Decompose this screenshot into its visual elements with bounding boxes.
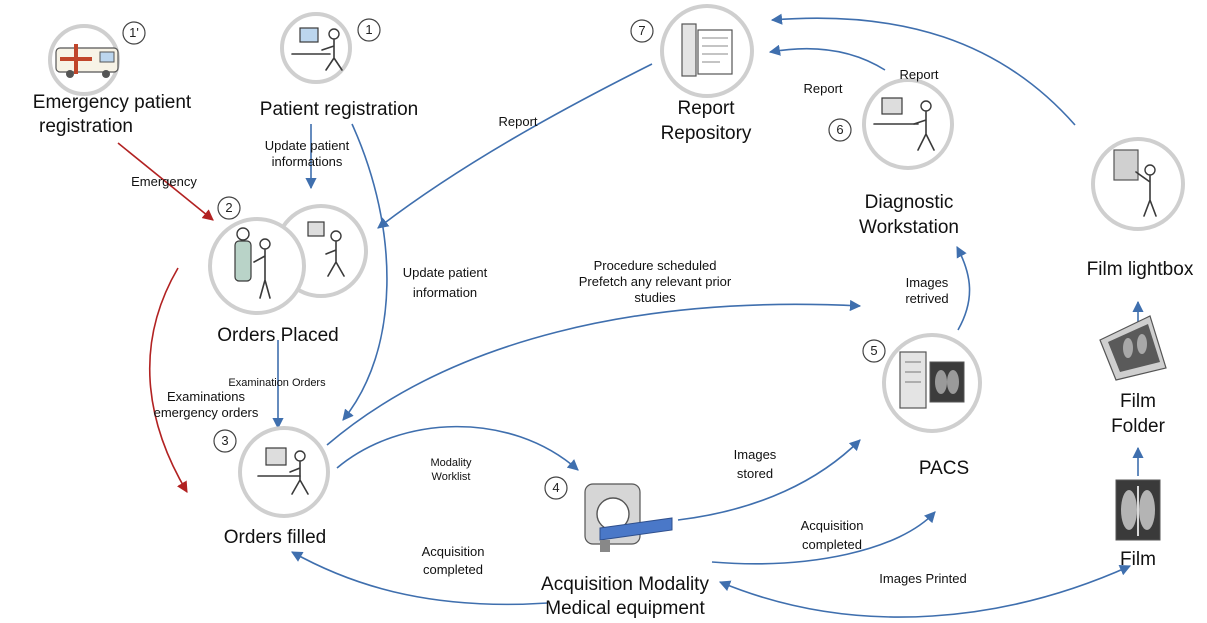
arrow-repository-to-orders-placed xyxy=(377,63,653,229)
report-repository-subtitle: Repository xyxy=(661,123,752,144)
film-folder-title: Film xyxy=(1120,391,1156,412)
ct-scanner-icon xyxy=(584,483,673,552)
node-orders-filled: 3 Orders filled xyxy=(213,426,330,548)
film-folder-icon xyxy=(1099,315,1167,381)
node-orders-placed: 2 Orders Placed xyxy=(208,196,368,346)
step-badge-3 xyxy=(213,429,237,453)
label-update-patient-informations-1: Update patient xyxy=(265,138,350,153)
label-emergency: Emergency xyxy=(131,174,197,189)
label-acquisition-completed-pacs-1: Acquisition xyxy=(801,518,864,533)
label-acquisition-completed-orders-1: Acquisition xyxy=(422,544,485,559)
label-images-stored-1: Images xyxy=(734,447,777,462)
node-film: Film xyxy=(1115,479,1161,570)
clerk-at-computer-icon xyxy=(291,27,343,71)
label-images-retrived-1: Images xyxy=(906,275,949,290)
step-number-3: 3 xyxy=(221,433,228,448)
label-examination-orders: Examination Orders xyxy=(228,377,326,389)
arrow-modality-to-orders-filled xyxy=(291,551,549,606)
label-examinations-emergency-2: emergency orders xyxy=(154,405,259,420)
node-acquisition-modality: 4 Acquisition Modality Medical equipment xyxy=(541,476,709,619)
film-folder-subtitle: Folder xyxy=(1111,416,1166,437)
label-update-patient-information-1: Update patient xyxy=(403,265,488,280)
node-film-lightbox: Film lightbox xyxy=(1087,137,1194,280)
node-pacs: 5 PACS xyxy=(862,333,982,479)
label-examinations-emergency-1: Examinations xyxy=(167,389,246,404)
reviewer-at-desk-icon xyxy=(307,221,345,277)
node-film-folder: Film Folder xyxy=(1099,315,1167,437)
arrow-modality-to-pacs-images xyxy=(677,439,861,521)
label-acquisition-completed-pacs-2: completed xyxy=(802,537,862,552)
arrow-registration-to-orders-filled xyxy=(342,123,388,421)
arrow-pacs-to-workstation xyxy=(956,246,971,331)
step-badge-4 xyxy=(544,476,568,500)
server-and-xray-icon xyxy=(899,351,965,409)
step-number-2: 2 xyxy=(225,200,232,215)
diagnostic-workstation-subtitle: Workstation xyxy=(859,217,959,238)
step-badge-7 xyxy=(630,19,654,43)
step-number-7: 7 xyxy=(638,23,645,38)
operator-at-computer-icon xyxy=(257,447,309,495)
radiologist-at-workstation-icon xyxy=(873,97,935,151)
label-report-to-orders: Report xyxy=(498,114,537,129)
doctor-and-patient-icon xyxy=(234,227,271,299)
pacs-title: PACS xyxy=(919,458,969,479)
arrow-emergency-to-orders-placed xyxy=(117,142,214,221)
arrow-orders-filled-to-pacs xyxy=(326,299,862,446)
step-badge-1-prime xyxy=(122,21,146,45)
label-report-ws-to-repo: Report xyxy=(803,81,842,96)
step-number-4: 4 xyxy=(552,480,559,495)
label-acquisition-completed-orders-2: completed xyxy=(423,562,483,577)
acquisition-modality-subtitle: Medical equipment xyxy=(545,598,705,619)
step-number-1-prime: 1' xyxy=(129,25,139,40)
label-procedure-scheduled-3: studies xyxy=(634,290,676,305)
arrow-orders-placed-to-orders-filled-emergency xyxy=(148,267,188,493)
person-at-lightbox-icon xyxy=(1113,149,1157,217)
report-repository-title: Report xyxy=(677,98,735,119)
label-procedure-scheduled-1: Procedure scheduled xyxy=(594,258,717,273)
step-number-5: 5 xyxy=(870,343,877,358)
label-images-retrived-2: retrived xyxy=(905,291,948,306)
film-lightbox-title: Film lightbox xyxy=(1087,259,1194,280)
step-badge-2 xyxy=(217,196,241,220)
step-badge-6 xyxy=(828,118,852,142)
chest-xray-film-icon xyxy=(1115,479,1161,541)
node-emergency-registration: 1' Emergency patient registration xyxy=(33,21,192,137)
arrow-modality-to-pacs-acquisition xyxy=(711,511,936,565)
orders-placed-ring-front xyxy=(208,217,306,315)
label-update-patient-information-2: information xyxy=(413,285,477,300)
patient-registration-title: Patient registration xyxy=(260,99,418,120)
arrow-modality-to-film xyxy=(718,565,1132,618)
arrow-lightbox-to-repository xyxy=(770,13,1076,126)
emergency-registration-subtitle: registration xyxy=(39,116,133,137)
arrow-workstation-to-repository xyxy=(768,44,886,71)
orders-filled-ring xyxy=(238,426,330,518)
film-title: Film xyxy=(1120,549,1156,570)
report-database-icon xyxy=(681,23,733,77)
label-images-printed: Images Printed xyxy=(879,571,966,586)
label-report-ws-to-lightbox: Report xyxy=(899,67,938,82)
emergency-registration-title: Emergency patient xyxy=(33,92,192,113)
edge-labels: Emergency Update patient informations Up… xyxy=(131,67,967,586)
step-badge-1 xyxy=(357,18,381,42)
arrows xyxy=(117,13,1144,618)
arrow-orders-filled-to-modality xyxy=(336,425,579,471)
diagnostic-workstation-title: Diagnostic xyxy=(865,192,954,213)
step-number-6: 6 xyxy=(836,122,843,137)
patient-registration-ring xyxy=(280,12,352,84)
node-report-repository: 7 Report Repository xyxy=(630,4,754,144)
label-update-patient-informations-2: informations xyxy=(272,154,343,169)
node-diagnostic-workstation: 6 Diagnostic Workstation xyxy=(828,78,959,238)
node-patient-registration: 1 Patient registration xyxy=(260,12,418,120)
ambulance-icon xyxy=(55,44,119,78)
label-procedure-scheduled-2: Prefetch any relevant prior xyxy=(579,274,732,289)
step-number-1: 1 xyxy=(365,22,372,37)
step-badge-5 xyxy=(862,339,886,363)
orders-filled-title: Orders filled xyxy=(224,527,326,548)
label-images-stored-2: stored xyxy=(737,466,773,481)
label-modality-worklist-1: Modality xyxy=(431,457,472,469)
acquisition-modality-title: Acquisition Modality xyxy=(541,574,709,595)
orders-placed-title: Orders Placed xyxy=(217,325,338,346)
label-modality-worklist-2: Worklist xyxy=(432,471,471,483)
